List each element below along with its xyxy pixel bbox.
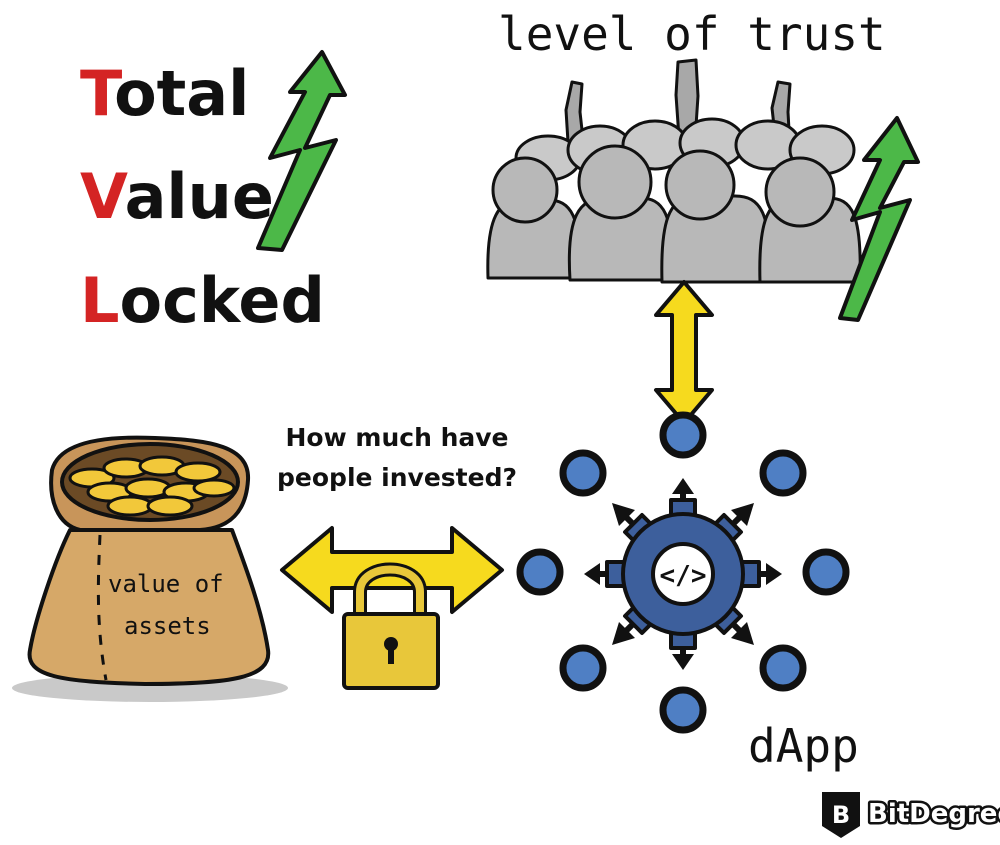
title-value: Value — [80, 160, 274, 233]
dapp-network: </> — [516, 411, 850, 734]
double-arrow-icon-vertical — [654, 280, 714, 425]
node-bottom-left — [559, 644, 607, 692]
question-line2: people invested? — [277, 463, 517, 492]
question-line1: How much have — [286, 423, 509, 452]
node-left — [516, 548, 564, 596]
title-locked: Locked — [80, 264, 325, 337]
node-right — [802, 548, 850, 596]
green-up-arrow-icon — [256, 50, 347, 252]
code-icon: </> — [660, 561, 707, 591]
title-locked-initial: L — [80, 264, 120, 337]
question-text: How much have people invested? — [277, 423, 517, 492]
padlock-icon — [342, 562, 440, 690]
bitdegree-wordmark: BitDegree — [868, 799, 1000, 829]
node-top — [659, 411, 707, 459]
title-total-rest: otal — [114, 57, 249, 130]
node-top-right — [759, 449, 807, 497]
node-top-left — [559, 449, 607, 497]
bitdegree-logo: B BitDegree — [822, 792, 1000, 838]
dapp-nodes — [516, 411, 850, 734]
crowd-icon — [486, 58, 862, 284]
bitdegree-logo-icon — [822, 792, 860, 838]
title-locked-rest: ocked — [120, 264, 325, 337]
title-value-rest: alue — [125, 160, 274, 233]
node-bottom-right — [759, 644, 807, 692]
node-bottom — [659, 686, 707, 734]
bag-label: value of assets — [108, 570, 224, 640]
bag-label-line2: assets — [124, 612, 211, 640]
green-up-arrow-icon-trust — [838, 116, 920, 322]
gear-icon — [605, 498, 761, 650]
trust-heading: level of trust — [498, 7, 886, 61]
title-total: Total — [80, 57, 249, 130]
dapp-label: dApp — [748, 719, 859, 773]
title-value-initial: V — [80, 160, 128, 233]
bitdegree-logo-mark: B — [832, 801, 850, 829]
tvl-title: Total Value Locked — [80, 57, 325, 337]
bag-label-line1: value of — [108, 570, 224, 598]
coin-bag-icon — [12, 435, 288, 702]
